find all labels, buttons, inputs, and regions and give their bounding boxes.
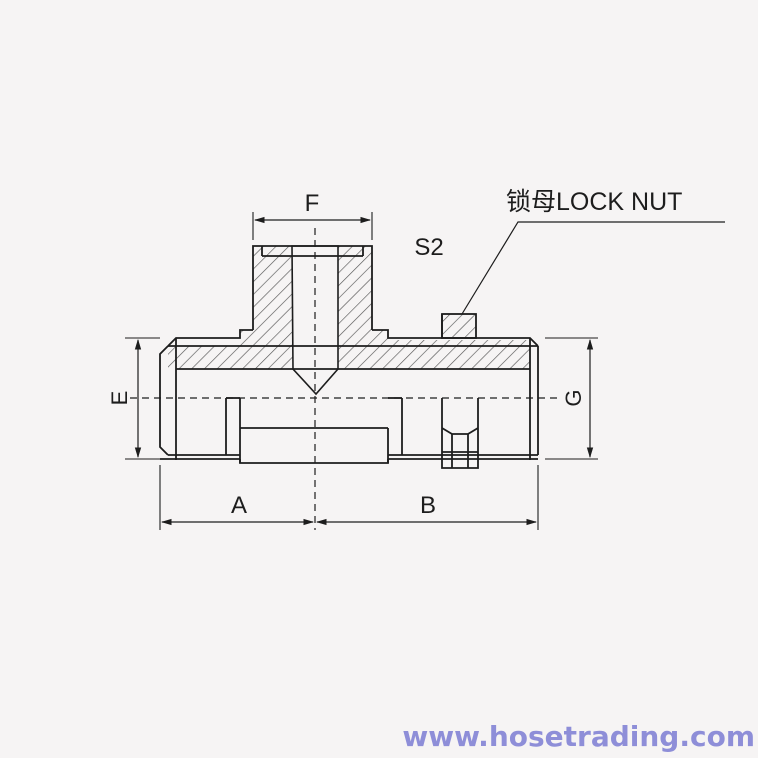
lock-nut [441,313,479,469]
dimension-lines [134,216,594,526]
centerlines [130,228,560,530]
dimension-label-e: E [107,391,132,406]
lock-nut-leader [461,221,725,315]
dimension-label-b: B [420,492,436,519]
watermark-text: www.hosetrading.com [402,720,755,753]
body-outline [159,245,539,464]
body-section-hatch [168,246,530,394]
dimension-label-g: G [561,389,586,406]
port-size-label: S2 [414,234,443,261]
dimension-label-f: F [305,190,320,217]
extension-lines [125,212,598,530]
lock-nut-callout-label: 锁母LOCK NUT [506,188,682,216]
dimension-label-a: A [231,492,247,519]
